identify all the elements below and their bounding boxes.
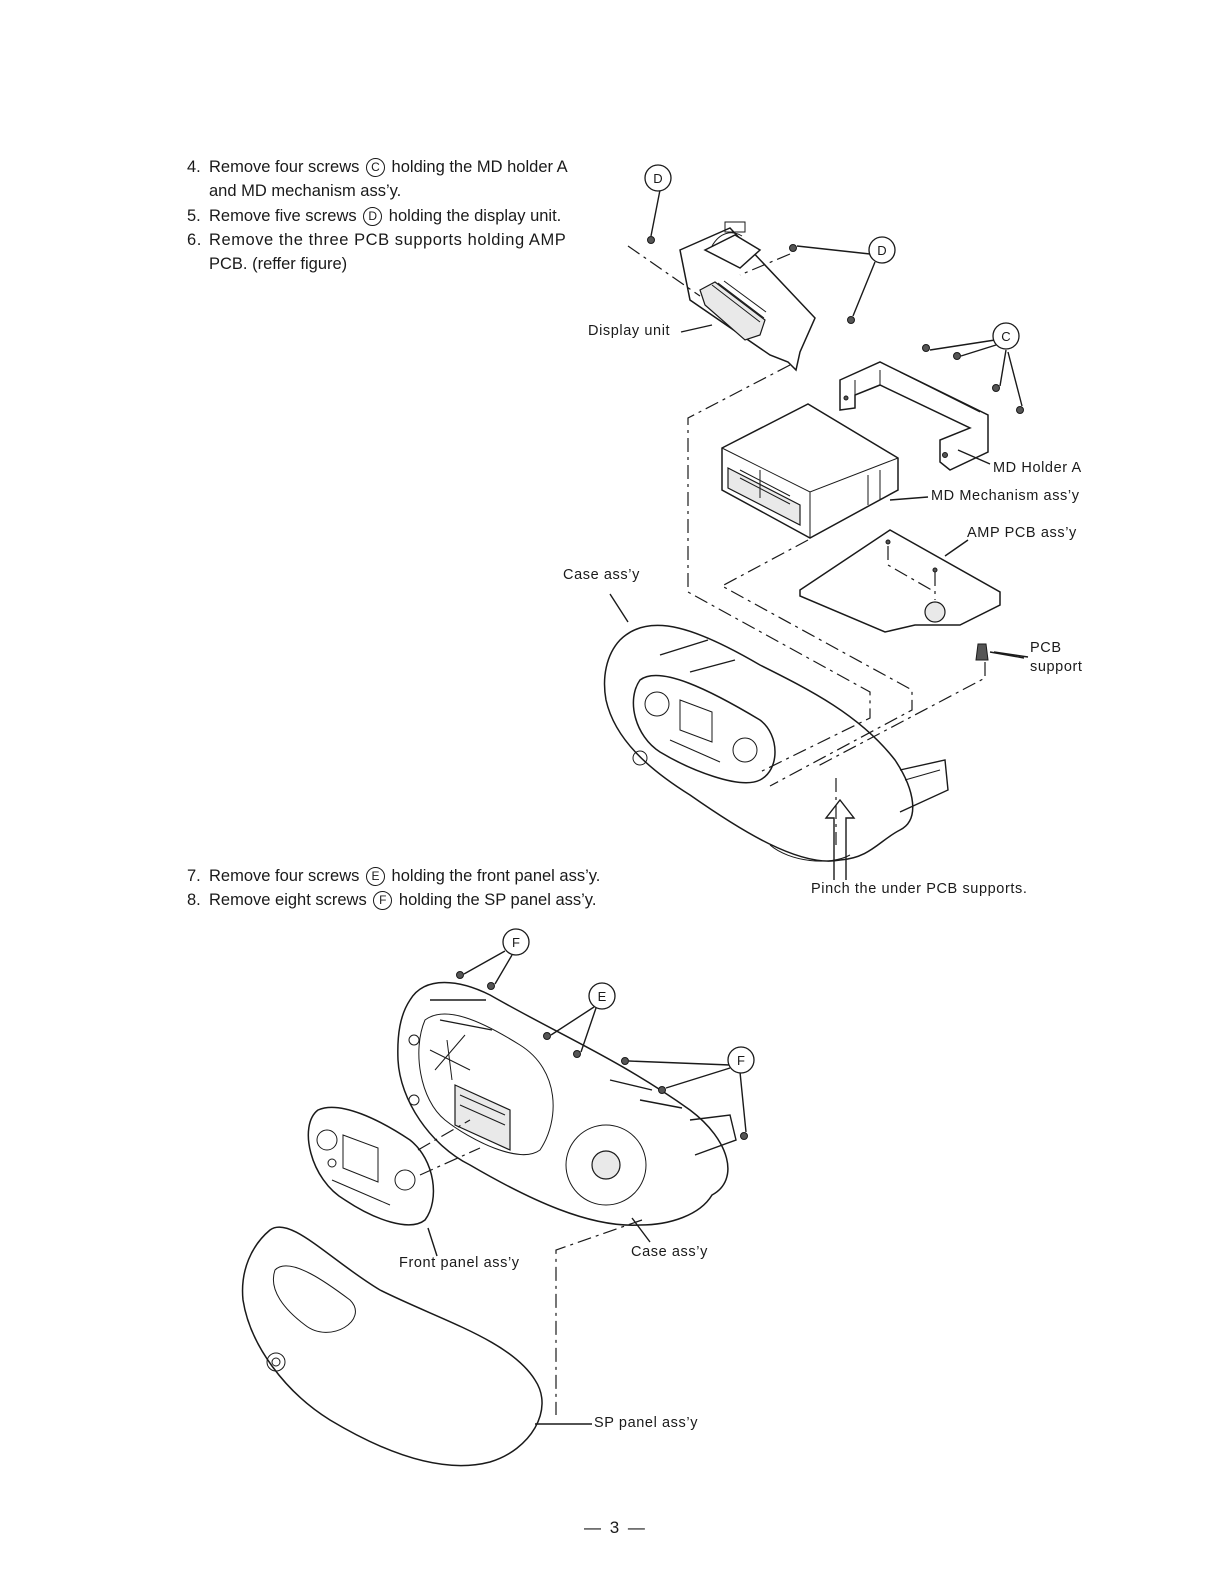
label-pinch: Pinch the under PCB supports.: [811, 881, 1028, 897]
step-5: 5.Remove five screws D holding the displ…: [187, 207, 562, 226]
callout-f-1: F: [502, 928, 530, 956]
case-top-drawing: [603, 624, 949, 862]
step-8: 8.Remove eight screws F holding the SP p…: [187, 891, 597, 910]
svg-text:F: F: [512, 935, 520, 950]
label-display-unit: Display unit: [588, 323, 671, 339]
screw-icon: [647, 236, 655, 244]
page-number: — 3 —: [584, 1518, 647, 1537]
label-pcb-support-1: PCB: [1030, 640, 1062, 656]
screw-icon: [740, 1132, 748, 1140]
step-4: 4.Remove four screws C holding the MD ho…: [187, 158, 568, 200]
ref-d-icon: D: [363, 207, 383, 226]
callout-d-2: D: [868, 236, 896, 264]
callout-f-2: F: [727, 1046, 755, 1074]
callout-c: C: [992, 322, 1020, 350]
sp-panel-drawing: [241, 1226, 543, 1467]
assembly-lines-bottom: [417, 1119, 643, 1415]
svg-text:F: F: [737, 1053, 745, 1068]
ref-e-icon: E: [365, 867, 385, 886]
screws-f-right: [621, 1057, 748, 1140]
step-7: 7.Remove four screws E holding the front…: [187, 867, 601, 886]
label-case-bottom: Case ass’y: [631, 1244, 708, 1260]
pinch-arrow-icon: [824, 798, 856, 880]
screw-icon: [543, 1032, 551, 1040]
md-holder-drawing: [839, 361, 989, 471]
screw-icon: [992, 384, 1000, 392]
step-6: 6.Remove the three PCB supports holding …: [187, 231, 567, 273]
label-md-holder: MD Holder A: [993, 460, 1082, 476]
pcb-support-drawing: [975, 643, 1025, 661]
svg-text:D: D: [653, 171, 662, 186]
label-md-mechanism: MD Mechanism ass’y: [931, 488, 1080, 504]
amp-pcb-drawing: [799, 529, 1001, 633]
screws-d: [627, 189, 876, 324]
screw-icon: [487, 982, 495, 990]
leader-lines: [427, 324, 1029, 1425]
screw-icon: [658, 1086, 666, 1094]
md-mechanism-drawing: [721, 403, 899, 539]
label-pcb-support-2: support: [1030, 659, 1083, 675]
screw-icon: [621, 1057, 629, 1065]
callout-e: E: [588, 982, 616, 1010]
ref-c-icon: C: [365, 158, 385, 177]
screw-icon: [847, 316, 855, 324]
svg-text:E: E: [598, 989, 607, 1004]
screw-icon: [789, 244, 797, 252]
screw-icon: [1016, 406, 1024, 414]
screw-icon: [573, 1050, 581, 1058]
assembly-lines-top: [687, 364, 986, 845]
screw-icon: [456, 971, 464, 979]
front-panel-drawing: [307, 1106, 435, 1226]
label-case-top: Case ass’y: [563, 567, 640, 583]
case-bottom-drawing: [397, 981, 737, 1226]
label-amp-pcb: AMP PCB ass’y: [967, 525, 1077, 541]
screw-icon: [953, 352, 961, 360]
svg-text:C: C: [1001, 329, 1010, 344]
screw-icon: [922, 344, 930, 352]
screws-c: [922, 339, 1024, 414]
callout-d-1: D: [644, 164, 672, 192]
label-front-panel: Front panel ass’y: [399, 1255, 520, 1271]
label-sp-panel: SP panel ass’y: [594, 1415, 699, 1431]
ref-f-icon: F: [373, 891, 393, 910]
screws-f-left: [456, 950, 513, 990]
svg-text:D: D: [877, 243, 886, 258]
display-unit-drawing: [679, 221, 816, 372]
screws-e: [543, 1006, 597, 1058]
